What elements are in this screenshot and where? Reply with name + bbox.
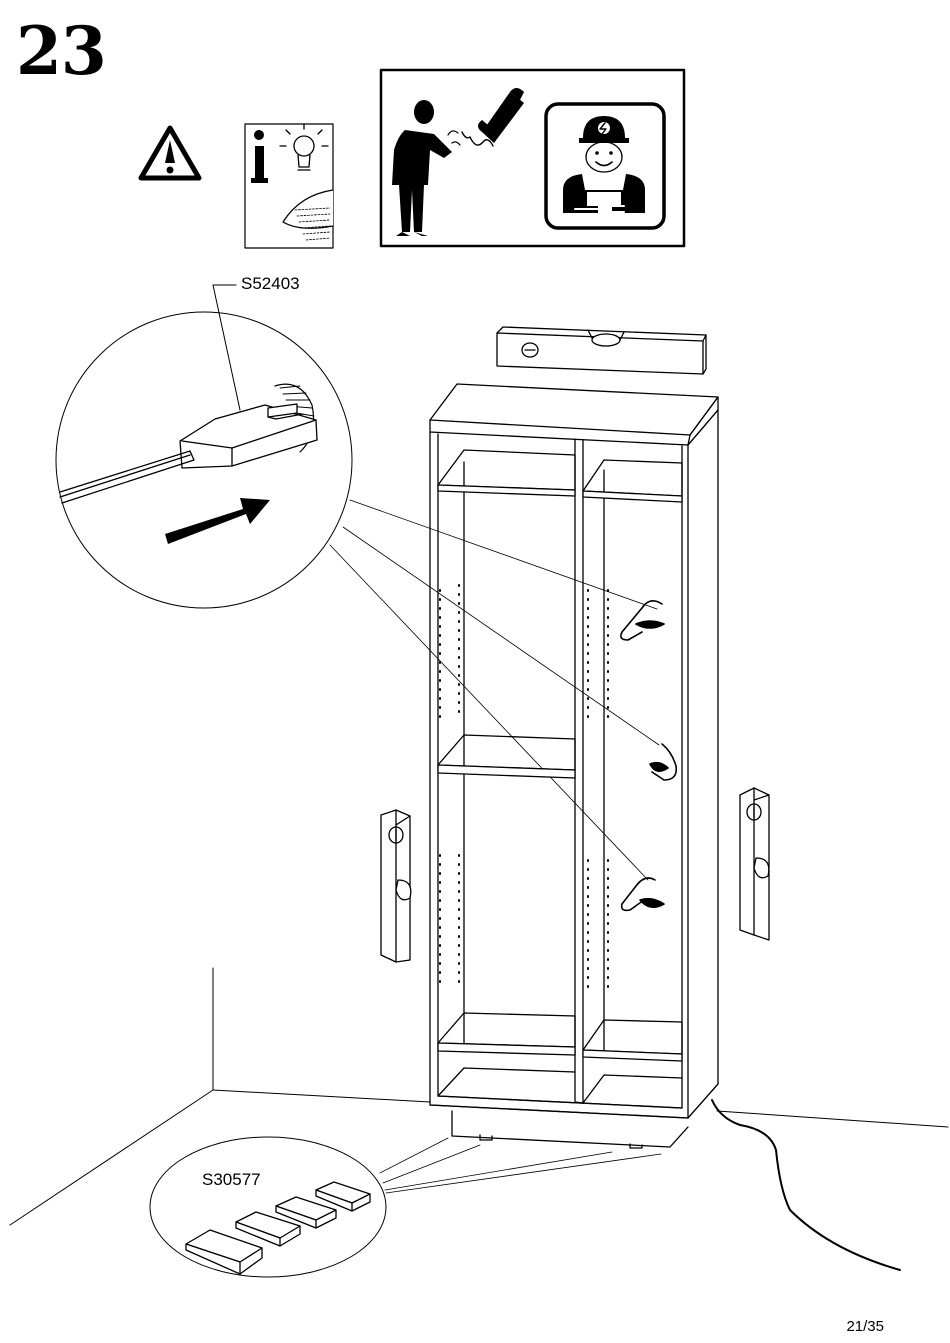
wedges-detail <box>150 1137 661 1277</box>
professional-installation-box <box>381 70 684 246</box>
spirit-level-top <box>497 327 706 374</box>
page-number: 21/35 <box>846 1318 884 1335</box>
power-cable <box>712 1100 900 1270</box>
electrician-icon <box>546 104 664 228</box>
wardrobe <box>430 384 718 1148</box>
cable-clip-detail <box>56 285 659 880</box>
spirit-level-left <box>381 810 411 962</box>
info-lightbulb-icon <box>245 124 333 248</box>
spirit-level-right <box>740 788 769 940</box>
cable-clip-mark <box>621 601 676 911</box>
person-icon <box>392 100 460 236</box>
wedge-part-code: S30577 <box>202 1171 261 1188</box>
phone-call-icon <box>462 88 524 146</box>
warning-triangle-icon <box>141 128 199 178</box>
room-corner <box>10 968 948 1225</box>
cable-clip-part-code: S52403 <box>241 275 300 292</box>
wedge <box>186 1230 262 1274</box>
